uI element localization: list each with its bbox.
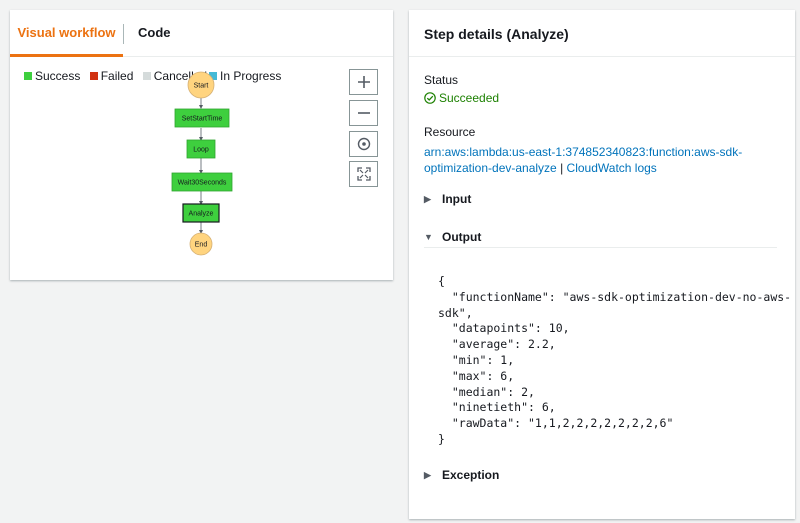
failed-swatch: [89, 72, 98, 80]
fit-to-screen-button[interactable]: [349, 161, 378, 187]
caret-right-icon: ▶: [424, 193, 431, 204]
legend-failed: Failed: [89, 69, 134, 83]
resource-arn-link[interactable]: arn:aws:lambda:us-east-1:374852340823:fu…: [424, 145, 743, 175]
zoom-in-icon: [357, 76, 370, 88]
status-text: Succeeded: [439, 91, 500, 105]
cancelled-swatch: [142, 72, 151, 80]
legend-label: Success: [35, 69, 81, 83]
caret-right-icon: ▶: [424, 469, 431, 480]
node-label: Analyze: [189, 211, 214, 218]
link-separator: |: [556, 161, 567, 175]
tab-visual-workflow[interactable]: Visual workflow: [10, 10, 123, 57]
node-label: Loop: [193, 147, 209, 154]
node-label: End: [195, 242, 208, 249]
legend-success: Success: [24, 69, 80, 83]
input-section-toggle[interactable]: ▶ Input: [424, 188, 777, 210]
status-label: Status: [424, 73, 459, 87]
resource-label: Resource: [424, 125, 476, 139]
workflow-graph: Start SetStartTime Loop Wait30Seconds An…: [171, 71, 233, 256]
center-graph-button[interactable]: [349, 131, 378, 157]
zoom-out-button[interactable]: [349, 100, 378, 126]
node-label: Wait30Seconds: [178, 180, 227, 187]
node-loop[interactable]: Loop: [186, 139, 216, 159]
caret-down-icon: ▼: [424, 231, 433, 242]
output-section-toggle[interactable]: ▼ Output: [424, 226, 777, 248]
tab-divider: [123, 24, 124, 44]
section-label: Output: [442, 229, 482, 244]
in-progress-swatch: [209, 72, 217, 80]
tab-code[interactable]: Code: [138, 25, 171, 40]
panel-title: Step details (Analyze): [424, 26, 569, 42]
node-set-start-time[interactable]: SetStartTime: [174, 108, 230, 128]
output-json: { "functionName": "aws-sdk-optimization-…: [438, 274, 792, 446]
zoom-in-button[interactable]: [349, 69, 378, 95]
success-swatch: [24, 72, 32, 80]
resource-value: arn:aws:lambda:us-east-1:374852340823:fu…: [424, 144, 779, 176]
visual-workflow-panel: Visual workflow Code Success Failed Canc…: [10, 10, 393, 280]
section-label: Exception: [442, 468, 500, 482]
center-icon: [357, 137, 370, 151]
exception-section-toggle[interactable]: ▶ Exception: [424, 464, 777, 486]
fit-icon: [356, 167, 371, 181]
node-start[interactable]: Start: [187, 71, 215, 99]
legend-in-progress: In Progress: [209, 69, 281, 83]
zoom-out-icon: [357, 112, 370, 114]
legend-label: Failed: [100, 69, 134, 83]
status-legend: Success Failed Cancelled In Progress: [24, 69, 281, 83]
section-label: Input: [442, 192, 472, 206]
node-wait-30-seconds[interactable]: Wait30Seconds: [171, 172, 233, 192]
legend-label: In Progress: [220, 69, 282, 83]
node-label: Start: [194, 83, 209, 90]
check-circle-icon: [424, 92, 436, 104]
panel-header: Step details (Analyze): [409, 10, 795, 57]
cloudwatch-logs-link[interactable]: CloudWatch logs: [566, 161, 657, 175]
step-details-panel: Step details (Analyze) Status Succeeded …: [409, 10, 795, 519]
node-analyze[interactable]: Analyze: [182, 203, 220, 223]
node-label: SetStartTime: [182, 116, 223, 123]
node-end[interactable]: End: [189, 232, 213, 256]
status-value: Succeeded: [424, 91, 499, 105]
tab-bar: Visual workflow Code: [10, 10, 393, 57]
